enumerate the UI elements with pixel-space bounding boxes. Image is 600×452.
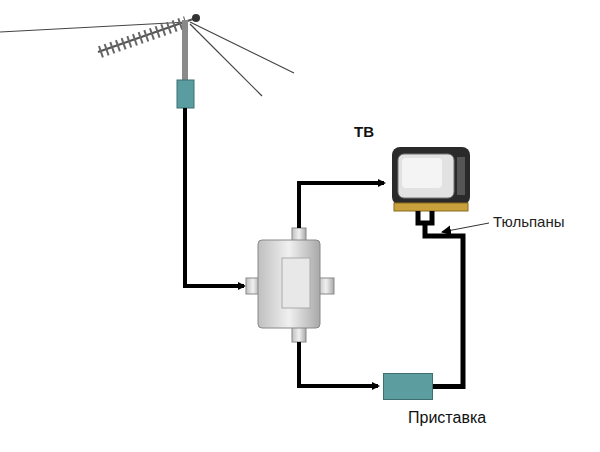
shape	[383, 373, 433, 400]
amplifier	[177, 80, 194, 108]
cable	[185, 108, 244, 286]
node-label: Приставка	[408, 409, 486, 427]
shape	[390, 145, 472, 228]
set-top-box: Приставка	[383, 373, 433, 400]
node-heading: ТВ	[354, 123, 374, 140]
cable	[299, 183, 384, 228]
mast	[182, 20, 188, 82]
tv-set: ТВ	[390, 145, 472, 228]
callout-label: Тюльпаны	[493, 213, 565, 230]
av-cable	[425, 228, 463, 387]
guy-wire	[0, 22, 294, 96]
splitter	[246, 228, 334, 342]
leader-line	[442, 223, 489, 232]
cable	[299, 342, 378, 386]
